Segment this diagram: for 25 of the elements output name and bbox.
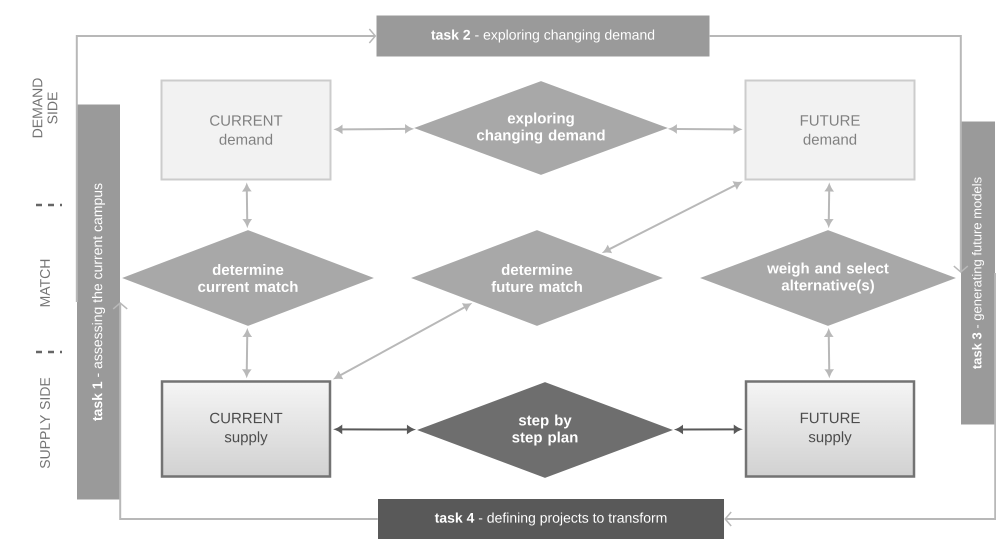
supply-box: CURRENT supply	[160, 380, 332, 478]
arrow	[676, 425, 742, 434]
arrow	[670, 125, 741, 134]
side-label: SUPPLY SIDE	[40, 378, 50, 468]
arrow	[824, 330, 834, 377]
arrow	[242, 330, 252, 377]
supply-box: FUTURE supply	[744, 380, 916, 478]
arrow	[824, 184, 834, 226]
arrow	[334, 425, 414, 434]
demand-box: CURRENT demand	[160, 80, 332, 180]
arrow	[334, 303, 471, 379]
arrow	[242, 184, 252, 226]
side-label: MATCH	[40, 260, 50, 306]
arrow	[724, 273, 996, 526]
arrow	[335, 124, 412, 134]
arrow	[76, 28, 376, 302]
task-bar: task 3 - generating future models	[961, 122, 995, 424]
task-box: task 2 - exploring changing demand	[376, 16, 710, 56]
task-bar: task 1 - assessing the current campus	[77, 104, 120, 500]
arrow	[710, 35, 968, 273]
arrow	[603, 181, 742, 253]
demand-box: FUTURE demand	[744, 80, 916, 180]
side-label: DEMAND SIDE	[32, 78, 58, 138]
arrow	[112, 302, 378, 520]
task-box: task 4 - defining projects to transform	[378, 499, 724, 539]
